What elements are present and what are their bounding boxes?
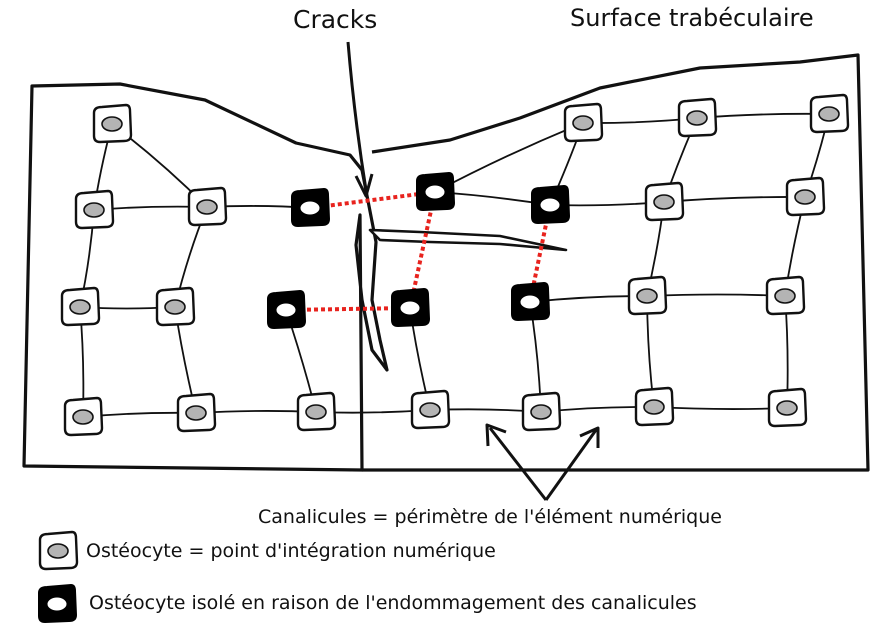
osteocyte-nucleus bbox=[83, 202, 105, 218]
osteocyte bbox=[644, 181, 685, 222]
canaliculus-link bbox=[646, 293, 786, 297]
osteocyte-nucleus bbox=[101, 116, 123, 132]
isolated-osteocyte-nucleus bbox=[539, 197, 561, 213]
osteocyte-nucleus bbox=[164, 299, 186, 315]
osteocyte-nucleus bbox=[185, 405, 207, 421]
osteocyte-nucleus bbox=[776, 400, 798, 416]
osteocyte-nucleus bbox=[196, 199, 218, 215]
osteocyte bbox=[410, 389, 451, 430]
damaged-canaliculus-link bbox=[309, 190, 436, 210]
osteocyte-nucleus bbox=[818, 106, 840, 122]
osteocyte bbox=[563, 102, 604, 143]
surface-label: Surface trabéculaire bbox=[570, 4, 814, 32]
isolated-osteocyte-nucleus bbox=[519, 294, 541, 310]
osteocyte bbox=[176, 392, 217, 433]
osteocyte bbox=[634, 386, 675, 427]
osteocyte bbox=[627, 275, 668, 316]
crack-arrow bbox=[346, 41, 374, 198]
osteocyte-grid bbox=[60, 93, 850, 437]
osteocyte bbox=[677, 97, 718, 138]
damaged-canaliculus-link bbox=[408, 191, 437, 309]
osteocyte-nucleus bbox=[530, 404, 552, 420]
legend-osteocyte-label: Ostéocyte = point d'intégration numériqu… bbox=[86, 540, 496, 562]
legend-osteocyte-icon-nucleus bbox=[47, 543, 69, 559]
canalicule-pointer-arrows bbox=[485, 423, 600, 501]
osteocyte-nucleus bbox=[643, 399, 665, 415]
canaliculus-link bbox=[663, 196, 806, 203]
osteocyte-nucleus bbox=[419, 402, 441, 418]
osteocyte bbox=[74, 189, 115, 230]
legend-icons bbox=[38, 530, 79, 624]
osteocyte bbox=[60, 286, 101, 327]
isolated-osteocyte bbox=[267, 289, 307, 330]
isolated-osteocyte bbox=[391, 287, 431, 328]
isolated-osteocyte bbox=[291, 187, 331, 228]
legend-isolated-osteocyte-icon bbox=[38, 583, 78, 624]
osteocyte-nucleus bbox=[636, 288, 658, 304]
osteocyte bbox=[63, 396, 104, 437]
osteocyte bbox=[92, 103, 133, 144]
osteocyte bbox=[296, 391, 337, 432]
legend-isolated-label: Ostéocyte isolé en raison de l'endommage… bbox=[89, 592, 697, 614]
isolated-osteocyte-nucleus bbox=[399, 300, 421, 316]
osteocyte bbox=[155, 286, 196, 327]
osteocyte-nucleus bbox=[686, 110, 708, 126]
osteocyte bbox=[187, 186, 228, 227]
cracks-label: Cracks bbox=[293, 5, 378, 34]
isolated-osteocyte bbox=[416, 171, 456, 212]
legend-isolated-osteocyte-icon-nucleus bbox=[46, 596, 68, 612]
bone-outline-right bbox=[362, 53, 870, 472]
osteocyte bbox=[521, 391, 562, 432]
legend-osteocyte-icon bbox=[38, 530, 79, 571]
osteocyte bbox=[785, 176, 826, 217]
osteocyte-nucleus bbox=[305, 404, 327, 420]
osteocyte-nucleus bbox=[774, 288, 796, 304]
isolated-osteocyte-nucleus bbox=[275, 302, 297, 318]
bone-outline-left bbox=[22, 82, 389, 472]
isolated-osteocyte bbox=[531, 184, 571, 225]
isolated-osteocyte-nucleus bbox=[424, 184, 446, 200]
osteocyte bbox=[767, 387, 808, 428]
canaliculus-link bbox=[653, 406, 788, 410]
canaliculus-link bbox=[696, 112, 830, 119]
osteocyte bbox=[765, 275, 806, 316]
isolated-osteocyte-nucleus bbox=[299, 200, 321, 216]
crack-fissure bbox=[368, 228, 568, 252]
canalicules-label: Canalicules = périmètre de l'élément num… bbox=[258, 506, 722, 528]
osteocyte-nucleus bbox=[653, 194, 675, 210]
isolated-osteocyte bbox=[511, 281, 551, 322]
osteocyte bbox=[809, 93, 850, 134]
osteocyte-nucleus bbox=[69, 299, 91, 315]
canaliculi-network bbox=[79, 112, 830, 418]
osteocyte-nucleus bbox=[572, 115, 594, 131]
osteocyte-nucleus bbox=[72, 409, 94, 425]
osteocyte-nucleus bbox=[794, 189, 816, 205]
